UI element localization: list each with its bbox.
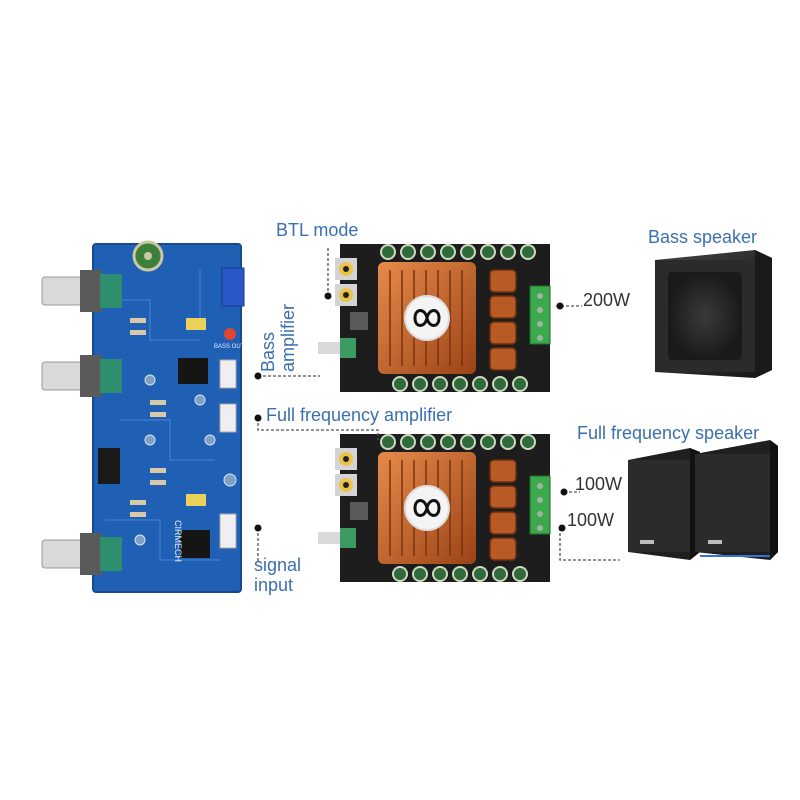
potentiometer-knob-icon (41, 355, 122, 397)
label-power-full-2: 100W (567, 510, 615, 530)
switch-icon (98, 448, 120, 484)
led-icon (224, 328, 236, 340)
pcb-traces (105, 270, 220, 561)
full-frequency-speaker-left-icon (628, 448, 700, 560)
preamp-board: CIRMECH BASS OUT (41, 240, 245, 593)
label-signal-input-line2: input (254, 575, 294, 595)
bass-amplifier-board (318, 244, 551, 392)
rca-jack-icon (335, 284, 357, 306)
label-bass-speaker: Bass speaker (648, 227, 758, 247)
rca-jack-icon (335, 258, 357, 280)
potentiometer-knob-icon (318, 338, 356, 358)
inductor-coils (489, 269, 517, 371)
terminal-screws (537, 293, 543, 341)
resistor-array (130, 318, 166, 517)
heatsink-fan-icon (378, 262, 476, 374)
potentiometer-knob-icon (41, 533, 122, 575)
label-full-frequency-amplifier: Full frequency amplifier (266, 405, 453, 425)
capacitor-row (392, 376, 528, 392)
label-signal-input-line1: signal (254, 555, 302, 575)
terminal-block-icon (529, 285, 551, 345)
full-frequency-amplifier-board (316, 432, 552, 584)
board-brand-text: CIRMECH (173, 520, 183, 562)
label-bass-amplifier-line2: amplifier (278, 303, 298, 372)
capacitor-array (134, 374, 237, 546)
potentiometer-knob-icon (41, 270, 122, 312)
bass-speaker-icon (655, 250, 772, 378)
label-btl-mode: BTL mode (276, 220, 359, 240)
connector-dots (254, 292, 568, 532)
connector-bass-out (219, 359, 237, 389)
chip-icon (350, 312, 368, 330)
capacitor-icon (132, 240, 164, 272)
label-power-bass: 200W (583, 290, 631, 310)
board-out-text: BASS OUT (214, 344, 245, 350)
connector-lines (257, 246, 620, 562)
full-frequency-speaker-right-icon (695, 440, 778, 560)
component (186, 318, 206, 330)
capacitor-row (380, 244, 536, 260)
label-bass-amplifier-line1: Bass (258, 331, 278, 372)
component (186, 494, 206, 506)
label-power-full-1: 100W (575, 474, 623, 494)
connector-signal-in (219, 513, 237, 549)
label-full-frequency-speaker: Full frequency speaker (577, 423, 760, 443)
terminal-block-icon (221, 267, 245, 307)
chip-icon (180, 530, 210, 558)
chip-icon (178, 358, 208, 384)
connector-full-out (219, 403, 237, 433)
